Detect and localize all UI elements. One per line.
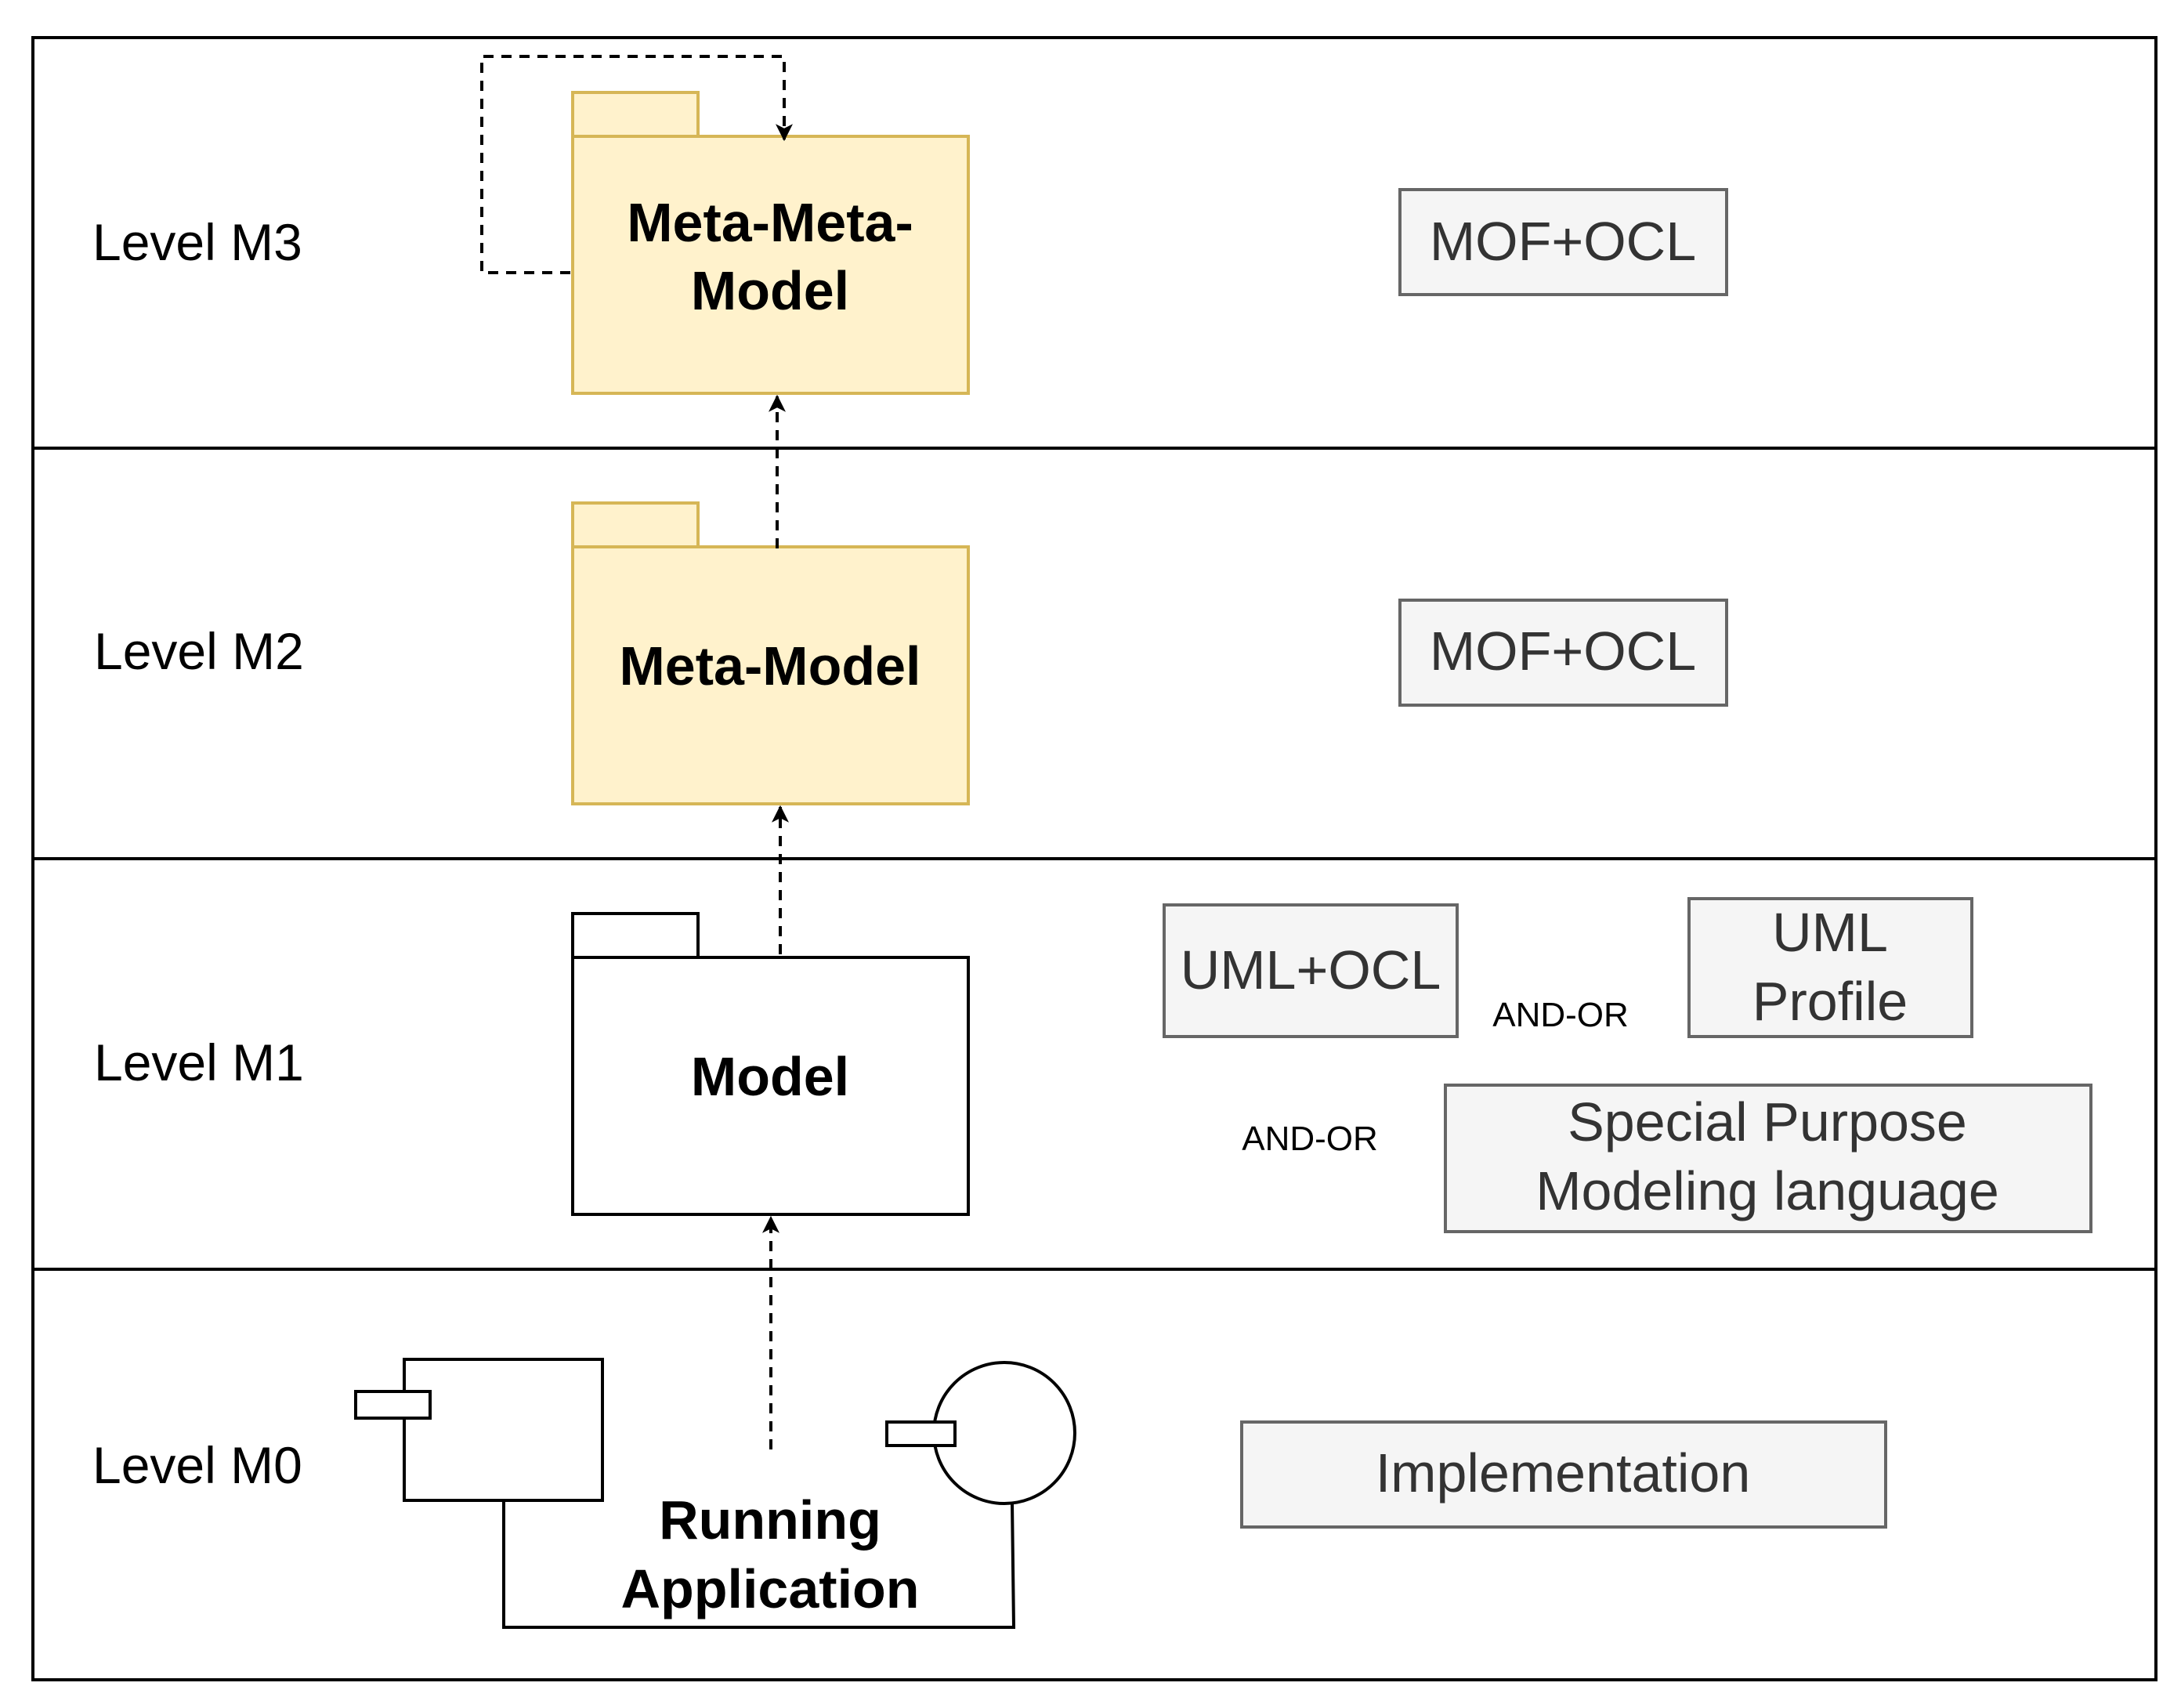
running-application: Running Application: [354, 1358, 1076, 1629]
meta-meta-model-title-line-2: Model: [691, 260, 849, 321]
component-port: [354, 1390, 432, 1420]
uml-ocl-box: UML+OCL: [1163, 903, 1459, 1038]
special-purpose-language-box: Special Purpose Modeling language: [1444, 1084, 2092, 1233]
meta-meta-model-package: Meta-Meta- Model: [571, 91, 970, 395]
special-purpose-label-line-2: Modeling language: [1535, 1160, 1999, 1221]
meta-meta-model-title-line-1: Meta-Meta-: [627, 192, 913, 253]
package-body: [571, 135, 970, 395]
implementation-label: Implementation: [1376, 1442, 1751, 1504]
uml-profile-label-line-1: UML: [1772, 902, 1888, 963]
package-tab: [571, 912, 700, 959]
package-body: [571, 956, 970, 1216]
level-m2-band: [31, 447, 2157, 860]
model-package: Model: [571, 912, 970, 1216]
meta-model-title: Meta-Model: [620, 635, 921, 697]
level-m2-label: Level M2: [94, 622, 304, 680]
and-or-connector-2: AND-OR: [1242, 1120, 1378, 1158]
level-m3-label: Level M3: [92, 213, 302, 271]
meta-model-package: Meta-Model: [571, 501, 970, 805]
uml-profile-label-line-2: Profile: [1752, 971, 1908, 1032]
running-application-label-line-1: Running: [659, 1489, 881, 1551]
self-reference-arrow: [480, 55, 793, 274]
package-body: [571, 545, 970, 805]
level-m3-band: [31, 36, 2157, 450]
implementation-box: Implementation: [1240, 1420, 1887, 1529]
model-title: Model: [691, 1046, 849, 1107]
uml-profile-box: UML Profile: [1687, 897, 1973, 1038]
m2-language-label: MOF+OCL: [1430, 621, 1696, 682]
m2-language-box: MOF+OCL: [1398, 599, 1728, 707]
running-application-label-line-2: Application: [620, 1558, 919, 1619]
package-tab: [571, 91, 700, 138]
level-m0-label: Level M0: [92, 1436, 302, 1494]
level-m1-label: Level M1: [94, 1033, 304, 1091]
component-icon: [403, 1358, 604, 1502]
uml-ocl-label: UML+OCL: [1181, 939, 1441, 1001]
m3-language-label: MOF+OCL: [1430, 211, 1696, 272]
m3-language-box: MOF+OCL: [1398, 188, 1728, 296]
package-tab: [571, 501, 700, 548]
application-connector-line: [502, 1500, 1016, 1629]
and-or-connector-1: AND-OR: [1492, 996, 1629, 1034]
special-purpose-label-line-1: Special Purpose: [1568, 1091, 1967, 1153]
interface-port: [885, 1420, 957, 1447]
